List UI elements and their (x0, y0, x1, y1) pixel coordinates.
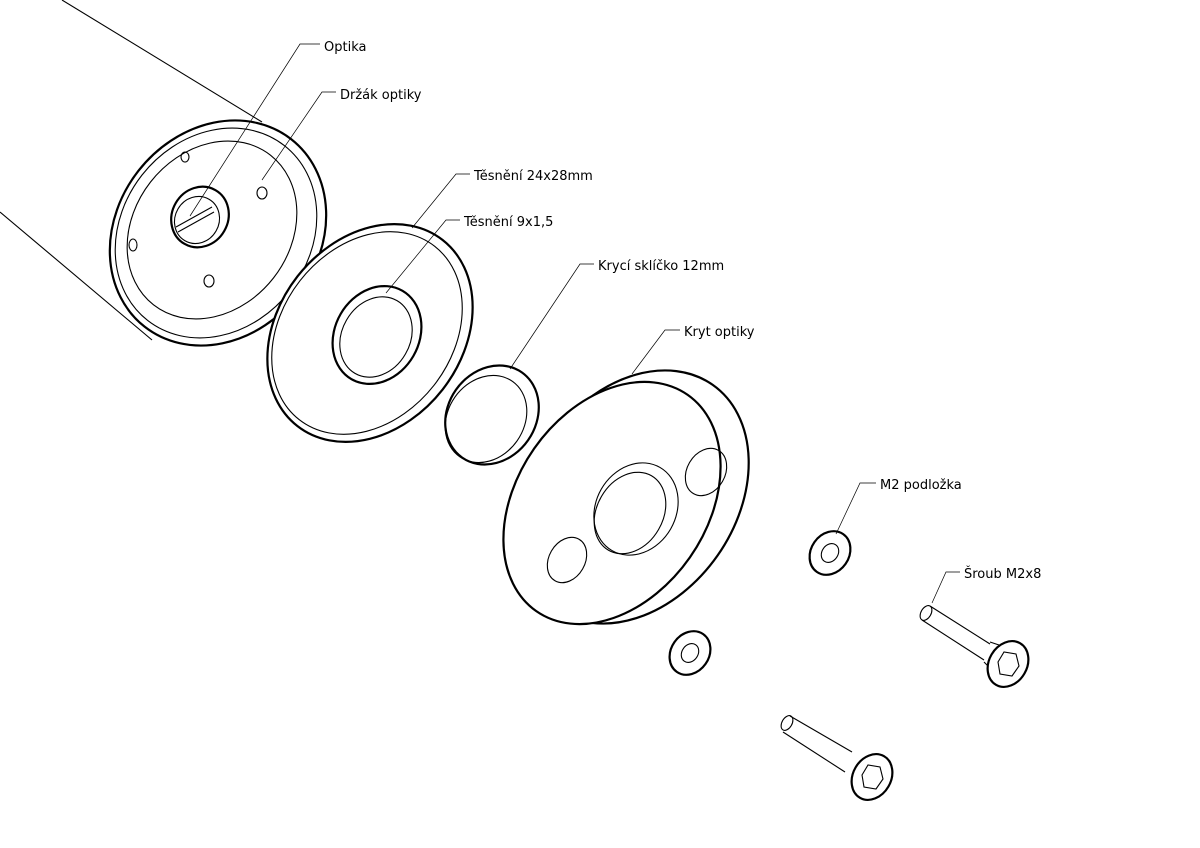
m2-washer-lower (668, 630, 712, 676)
label-tesneni-24x28: Těsnění 24x28mm (473, 169, 593, 184)
label-sroub-m2x8: Šroub M2x8 (964, 566, 1041, 582)
m2x8-screw-lower (780, 715, 894, 801)
cover-glass-12mm (444, 364, 540, 466)
m2-washer-upper (808, 530, 852, 576)
seal-9x1-5 (331, 284, 423, 386)
label-kryci-sklicko: Krycí sklíčko 12mm (598, 259, 724, 274)
label-kryt-optiky: Kryt optiky (684, 325, 755, 340)
label-drzak-optiky: Držák optiky (340, 88, 422, 103)
label-tesneni-9x1-5: Těsnění 9x1,5 (463, 215, 553, 230)
label-m2-podlozka: M2 podložka (880, 478, 962, 493)
label-optika: Optika (324, 40, 366, 55)
tube-body (0, 0, 263, 341)
leader-lines (189, 43, 960, 604)
m2x8-screw-upper (919, 605, 1030, 688)
optics-cover (502, 369, 750, 626)
optics-lens (170, 185, 230, 249)
